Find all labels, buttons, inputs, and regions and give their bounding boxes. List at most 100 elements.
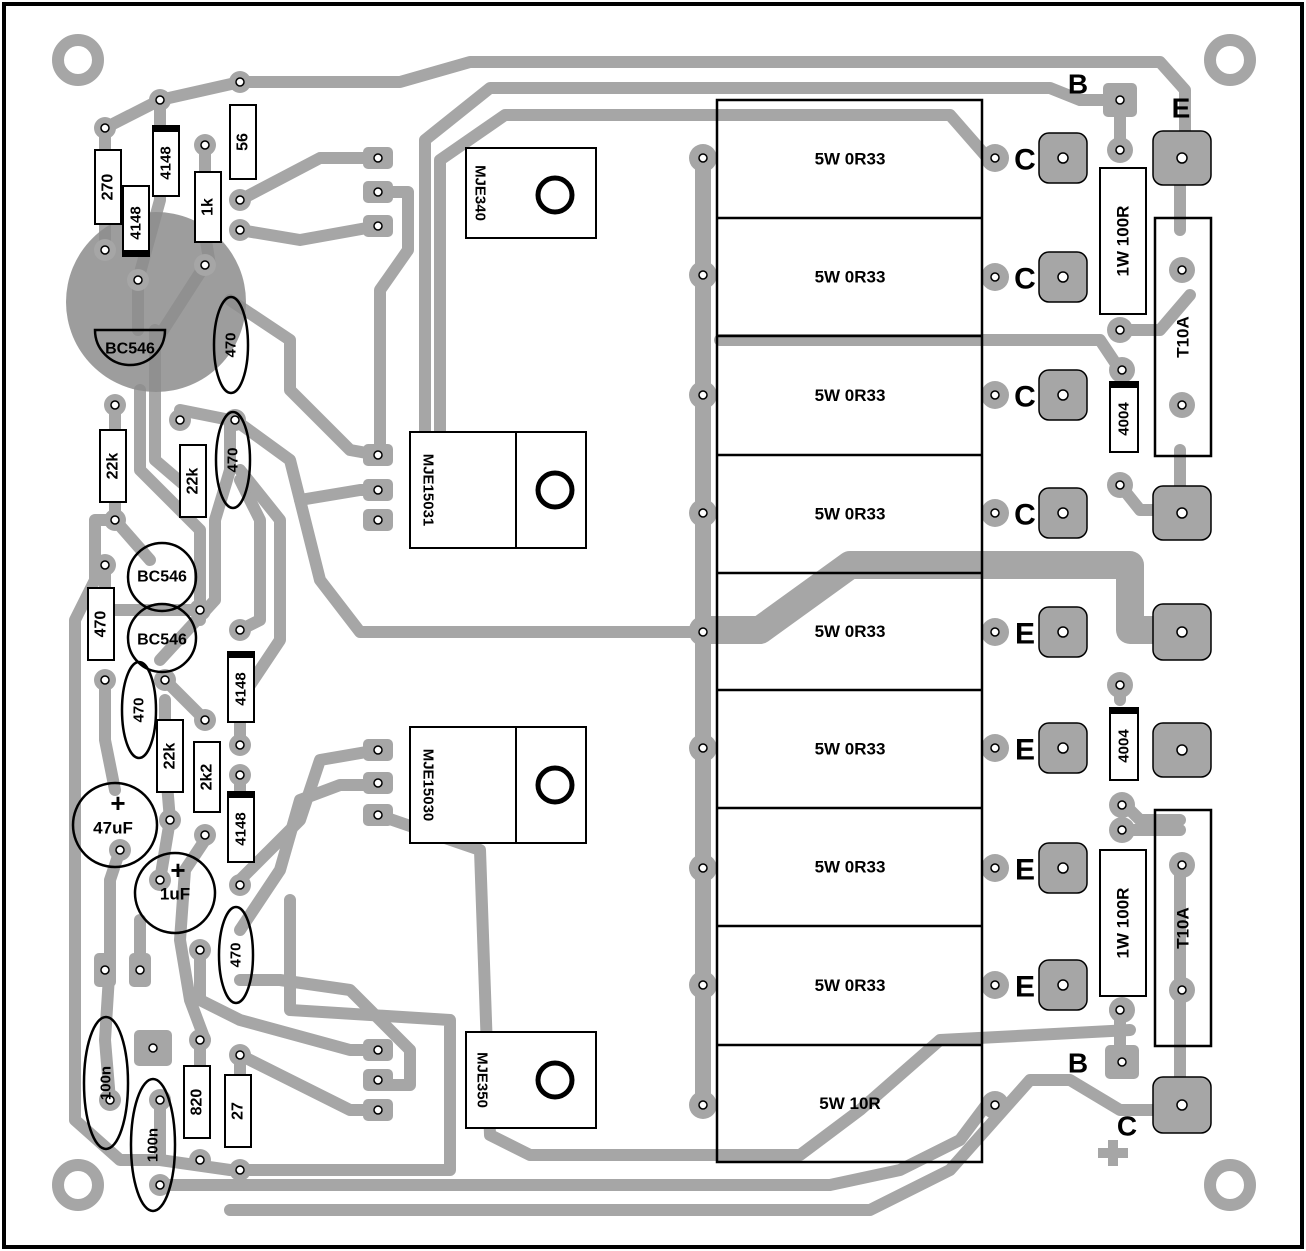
pad-hole	[990, 980, 1000, 990]
pad-hole	[110, 400, 120, 410]
pad-hole	[133, 275, 143, 285]
resistor-1k-label: 1k	[200, 198, 217, 216]
pad-hole	[115, 845, 125, 855]
e-label: E	[1172, 93, 1191, 124]
pad-hole	[698, 390, 708, 400]
resistor-470-1	[212, 295, 250, 395]
terminal-label-4: C	[1014, 499, 1036, 532]
pad-hole	[1115, 480, 1125, 490]
pad-hole	[235, 195, 245, 205]
resistor-820	[183, 1065, 211, 1139]
power-resistor-label-8: 5W 0R33	[815, 976, 886, 995]
pad-hole	[1117, 825, 1127, 835]
pad-hole	[1177, 400, 1187, 410]
resistor-22k-1-label: 22k	[105, 453, 122, 480]
resistor-22k-3-label: 22k	[162, 743, 179, 770]
resistor-1w-bottom	[1099, 849, 1147, 997]
pad-hole	[100, 965, 110, 975]
pad-hole	[1115, 680, 1125, 690]
diode-4148-2-cathode-band	[123, 250, 149, 256]
capacitor-47uf-plus: +	[110, 788, 125, 818]
pad-hole	[1057, 626, 1069, 638]
resistor-470-4	[217, 905, 255, 1005]
terminal-label-8: E	[1015, 971, 1035, 1004]
pad-hole	[1117, 800, 1127, 810]
diode-4148-1	[152, 125, 180, 197]
power-resistor-label-6: 5W 0R33	[815, 740, 886, 759]
pad-hole	[698, 980, 708, 990]
pad-hole	[698, 1100, 708, 1110]
pad-hole	[990, 508, 1000, 518]
power-resistor-label-3: 5W 0R33	[815, 386, 886, 405]
pad-hole	[373, 450, 383, 460]
mje350-mounting-hole	[535, 1060, 575, 1100]
capacitor-1uf-plus: +	[170, 855, 185, 885]
capacitor-1uf-label: 1uF	[160, 885, 190, 904]
pad-hole	[100, 245, 110, 255]
resistor-470-left	[87, 587, 115, 661]
pad-hole	[235, 225, 245, 235]
pad-hole	[373, 187, 383, 197]
capacitor-100n-1	[82, 1015, 130, 1151]
resistor-2k2	[193, 741, 221, 813]
pad-hole	[1176, 744, 1188, 756]
b-label-top: B	[1068, 69, 1088, 100]
transistor-bc546-3-label: BC546	[137, 632, 187, 649]
pad-hole	[698, 508, 708, 518]
pad-hole	[1057, 862, 1069, 874]
diode-4148-3-label: 4148	[233, 672, 250, 705]
terminal-label-6: E	[1015, 734, 1035, 767]
fuse-bottom-label: T10A	[1174, 907, 1193, 949]
transistor-mje350-label: MJE350	[474, 1052, 491, 1108]
pad-hole	[230, 415, 240, 425]
capacitor-47uf	[71, 781, 159, 869]
terminal-label-7: E	[1015, 854, 1035, 887]
power-resistor-label-1: 5W 0R33	[815, 150, 886, 169]
terminal-label-3: C	[1014, 381, 1036, 414]
diode-4004-top-cathode-band	[1110, 382, 1138, 388]
pad-hole	[373, 810, 383, 820]
pad-hole	[990, 743, 1000, 753]
fuse-top-label: T10A	[1174, 316, 1193, 358]
pad-hole	[1117, 365, 1127, 375]
transistor-bc546-2-label: BC546	[137, 569, 187, 586]
pad-hole	[195, 605, 205, 615]
fuse-bottom	[1153, 808, 1213, 1048]
pad-hole	[1115, 145, 1125, 155]
resistor-1w-bottom-label: 1W 100R	[1114, 888, 1133, 959]
resistor-1k	[194, 171, 222, 243]
c-label-bottom: C	[1117, 1111, 1137, 1142]
pad-hole	[1176, 1099, 1188, 1111]
transistor-mje340-label: MJE340	[472, 165, 489, 221]
pad-hole	[1057, 389, 1069, 401]
pad-hole	[155, 95, 165, 105]
pad-hole	[698, 743, 708, 753]
diode-4148-3-cathode-band	[228, 652, 254, 658]
diode-4148-4-label: 4148	[233, 812, 250, 845]
resistor-22k-2-label: 22k	[185, 468, 202, 495]
mje15030-mounting-hole	[535, 765, 575, 805]
pad-hole	[698, 153, 708, 163]
pad-hole	[1117, 1057, 1127, 1067]
resistor-470-4-label: 470	[228, 942, 245, 967]
mounting-hole-top-right	[1204, 34, 1256, 86]
pad-hole	[990, 863, 1000, 873]
copper-traces	[69, 56, 1196, 1216]
pad-hole	[195, 1155, 205, 1165]
pad-hole	[1057, 742, 1069, 754]
capacitor-47uf-label: 47uF	[93, 819, 133, 838]
pad-hole	[1057, 979, 1069, 991]
pad-hole	[990, 627, 1000, 637]
resistor-56	[229, 104, 257, 180]
pad-hole	[100, 123, 110, 133]
pad-hole	[235, 1050, 245, 1060]
pad-hole	[990, 153, 1000, 163]
pad-hole	[698, 627, 708, 637]
pad-hole	[195, 1035, 205, 1045]
transistor-mje15031-label: MJE15031	[420, 454, 437, 527]
pad-hole	[148, 1043, 158, 1053]
pad-hole	[990, 1100, 1000, 1110]
pad-hole	[100, 560, 110, 570]
resistor-2k2-label: 2k2	[199, 764, 216, 791]
